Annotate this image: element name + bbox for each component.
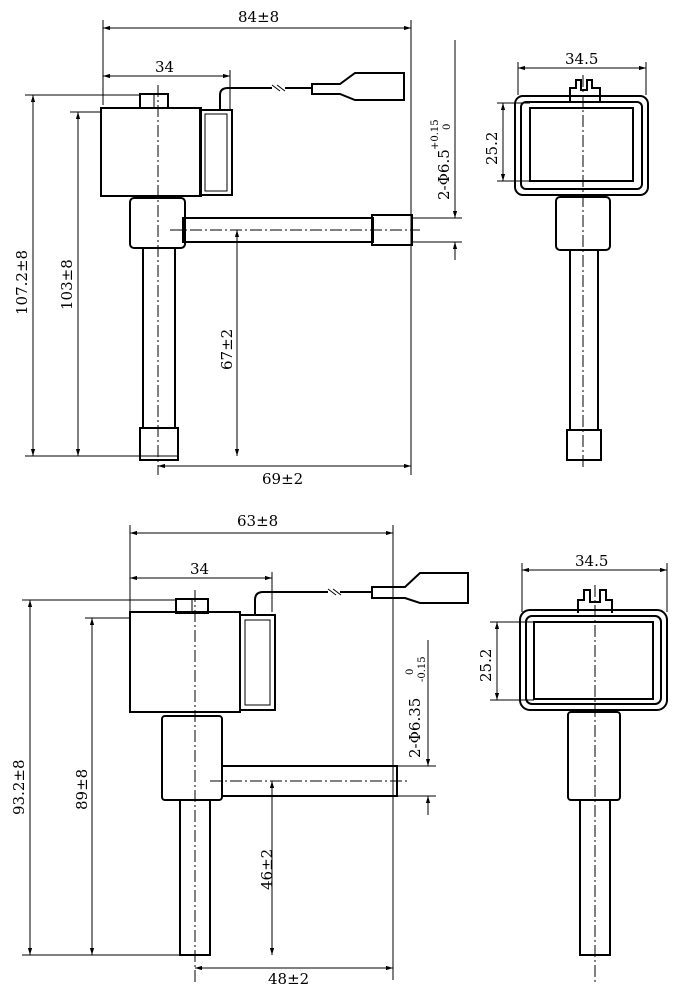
tolerance-lower: 0	[442, 124, 453, 130]
dim-side-width: 34.5	[575, 552, 608, 570]
dim-outlet-length: 69±2	[262, 470, 303, 488]
dim-tube-diameter: 2-Φ6.5	[435, 149, 453, 200]
tolerance-lower: -0.15	[417, 656, 428, 682]
dim-outlet-height: 67±2	[218, 329, 236, 370]
dim-coil-width: 34	[155, 58, 174, 76]
dim-outlet-height: 46±2	[258, 849, 276, 890]
top-side-view: 34.5 25.2	[483, 50, 649, 470]
dim-coil-height: 103±8	[58, 259, 76, 310]
dim-overall-width: 63±8	[237, 512, 278, 530]
dim-side-height: 25.2	[477, 649, 495, 682]
dim-side-height: 25.2	[483, 132, 501, 165]
dim-overall-height: 107.2±8	[13, 250, 31, 315]
top-front-view: 84±8 34 107.2±8 103±8 67±2 69±2 2-Φ6.5 +…	[13, 8, 462, 488]
dim-outlet-length: 48±2	[268, 970, 309, 988]
tolerance-upper: 0	[405, 669, 416, 675]
dim-tube-diameter: 2-Φ6.35	[406, 698, 424, 758]
dim-coil-height: 89±8	[73, 769, 91, 810]
dim-overall-height: 93.2±8	[10, 759, 28, 815]
dim-side-width: 34.5	[565, 50, 598, 68]
dim-coil-width: 34	[190, 560, 209, 578]
bottom-side-view: 34.5 25.2	[477, 552, 668, 985]
tolerance-upper: +0.15	[430, 119, 441, 150]
dim-overall-width: 84±8	[238, 8, 279, 26]
bottom-front-view: 63±8 34 93.2±8 89±8 46±2 48±2 2-Φ6.35 0 …	[10, 512, 469, 988]
